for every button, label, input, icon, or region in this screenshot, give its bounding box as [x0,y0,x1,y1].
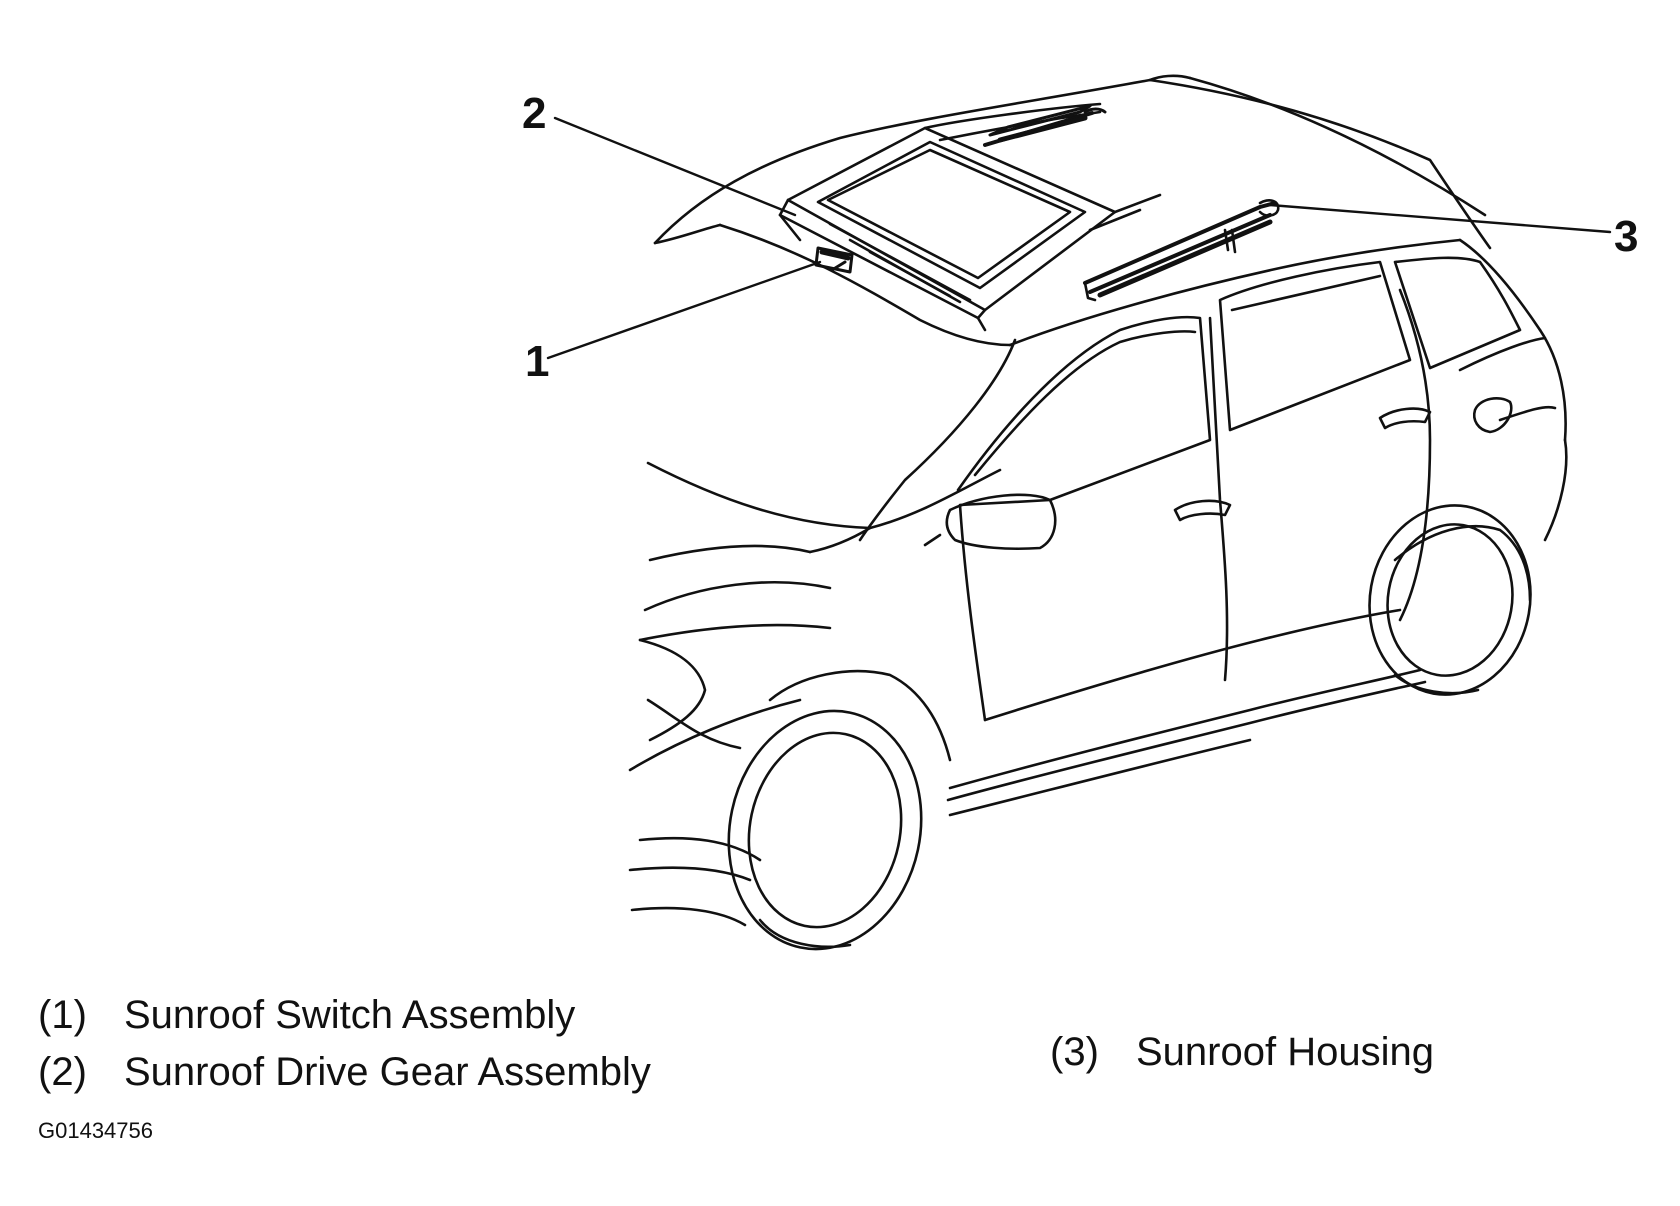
windshield-hood [628,338,1017,927]
roof-outline [653,74,1492,347]
figure-id: G01434756 [38,1118,153,1143]
sunroof-switch [814,246,854,274]
vehicle-body [768,238,1568,817]
leader-lines [546,116,1612,360]
legend-number: (1) [38,993,87,1037]
legend-number: (3) [1050,1030,1099,1074]
legend-item-1: (1) Sunroof Switch Assembly [38,995,575,1035]
sunroof-drive-gear [983,104,1107,147]
sunroof-guide-rail [1083,199,1280,302]
sunroof-housing [778,102,1162,332]
callout-2: 2 [522,89,547,138]
legend-item-3: (3) Sunroof Housing [1050,1032,1434,1072]
leader-line-3 [1268,203,1612,234]
rear-wheel [1368,504,1532,696]
leader-line-1 [546,260,822,360]
front-wheel [727,709,923,951]
legend-label: Sunroof Housing [1136,1030,1434,1074]
leader-line-2 [553,116,797,217]
callout-3: 3 [1614,212,1639,261]
callout-1: 1 [525,337,550,386]
legend-item-2: (2) Sunroof Drive Gear Assembly [38,1052,651,1092]
legend-number: (2) [38,1050,87,1094]
legend-label: Sunroof Drive Gear Assembly [124,1050,651,1094]
legend-label: Sunroof Switch Assembly [124,993,576,1037]
